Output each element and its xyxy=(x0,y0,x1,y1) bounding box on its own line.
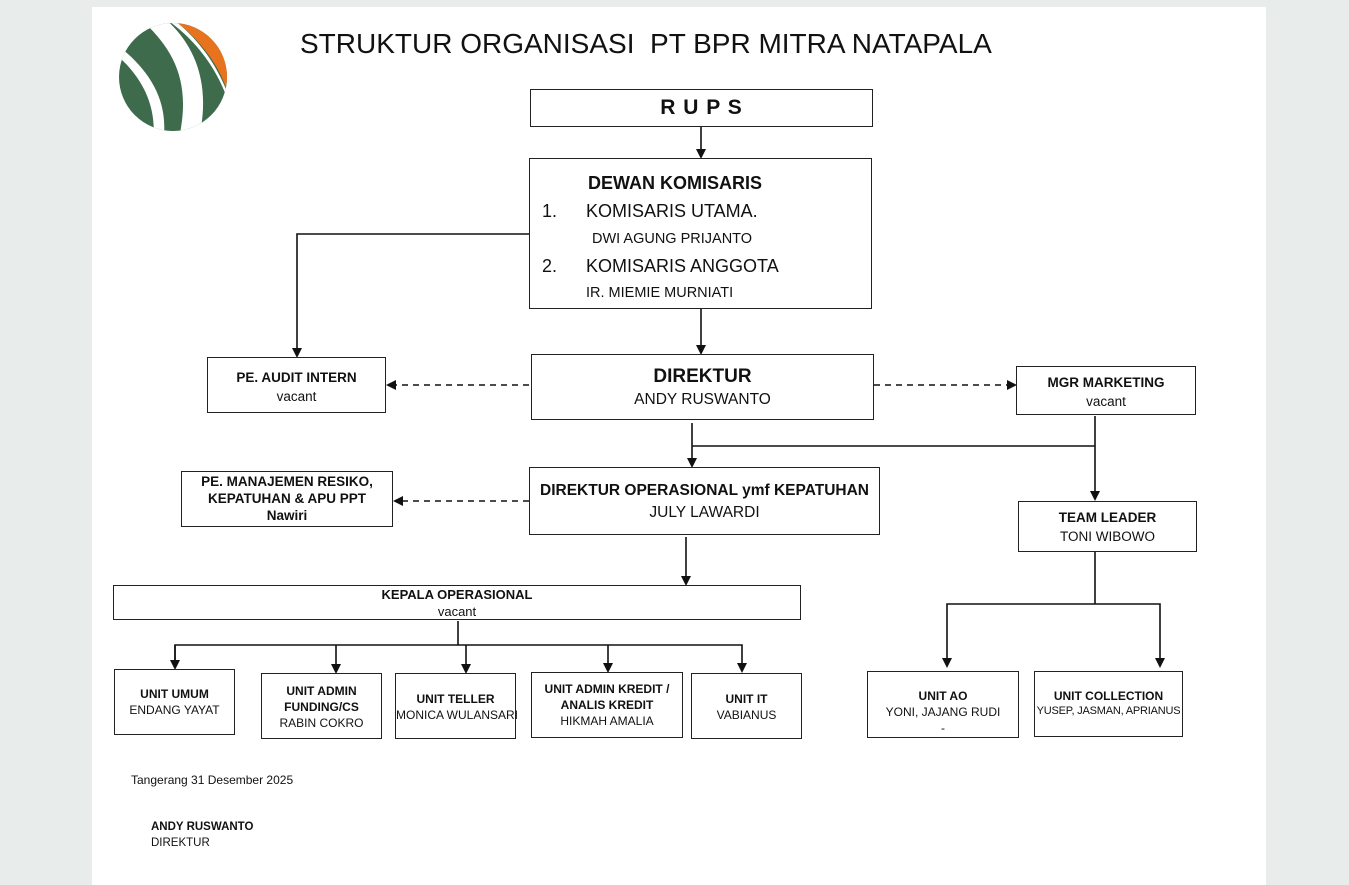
ao-role: UNIT AO xyxy=(918,689,968,703)
dewan-item2-role: KOMISARIS ANGGOTA xyxy=(586,256,779,276)
unit-teller-box: UNIT TELLER MONICA WULANSARI xyxy=(395,673,519,739)
marketing-role: MGR MARKETING xyxy=(1047,375,1165,390)
company-logo xyxy=(119,23,227,131)
unit-collection-box: UNIT COLLECTION YUSEP, JASMAN, APRIANUS xyxy=(1034,671,1183,737)
collection-role: UNIT COLLECTION xyxy=(1053,689,1164,703)
dewan-item1-number: 1. xyxy=(542,201,558,221)
dirops-name: JULY LAWARDI xyxy=(649,504,760,521)
teller-name: MONICA WULANSARI xyxy=(396,708,519,722)
rups-label: R U P S xyxy=(660,96,743,119)
teamleader-name: TONI WIBOWO xyxy=(1060,529,1155,544)
direktur-role: DIREKTUR xyxy=(653,366,752,387)
rups-box: R U P S xyxy=(530,89,873,127)
kredit-name: HIKMAH AMALIA xyxy=(560,714,654,728)
kepala-name: vacant xyxy=(437,604,477,619)
kepala-role: KEPALA OPERASIONAL xyxy=(381,587,533,602)
kredit-role2: ANALIS KREDIT xyxy=(560,698,654,712)
ao-extra: - xyxy=(941,721,945,735)
direktur-name: ANDY RUSWANTO xyxy=(634,391,771,408)
umum-role: UNIT UMUM xyxy=(140,687,209,701)
audit-name: vacant xyxy=(276,389,317,404)
footer-signer-title: DIREKTUR xyxy=(151,837,210,849)
risk-line1: PE. MANAJEMEN RESIKO, xyxy=(201,474,373,489)
teamleader-role: TEAM LEADER xyxy=(1058,510,1157,525)
dewan-item2-name: IR. MIEMIE MURNIATI xyxy=(586,285,734,301)
funding-name: RABIN COKRO xyxy=(279,716,364,730)
it-name: VABIANUS xyxy=(716,708,777,722)
dewan-item2-number: 2. xyxy=(542,256,558,276)
unit-ao-box: UNIT AO YONI, JAJANG RUDI - xyxy=(867,671,1019,738)
umum-name: ENDANG YAYAT xyxy=(129,703,220,717)
audit-role: PE. AUDIT INTERN xyxy=(236,370,357,385)
team-leader-box: TEAM LEADER TONI WIBOWO xyxy=(1018,501,1197,552)
unit-admin-funding-box: UNIT ADMIN FUNDING/CS RABIN COKRO xyxy=(261,673,382,739)
direktur-box: DIREKTUR ANDY RUSWANTO xyxy=(531,354,874,420)
collection-name: YUSEP, JASMAN, APRIANUS xyxy=(1036,705,1181,717)
dewan-item1-name: DWI AGUNG PRIJANTO xyxy=(592,231,753,247)
teller-role: UNIT TELLER xyxy=(416,692,495,706)
audit-intern-box: PE. AUDIT INTERN vacant xyxy=(207,357,386,413)
risk-compliance-box: PE. MANAJEMEN RESIKO, KEPATUHAN & APU PP… xyxy=(181,471,393,527)
funding-role1: UNIT ADMIN xyxy=(286,684,357,698)
document-page xyxy=(92,7,1266,885)
footer-signer-name: ANDY RUSWANTO xyxy=(151,821,254,833)
direktur-operasional-box: DIREKTUR OPERASIONAL ymf KEPATUHAN JULY … xyxy=(529,467,880,535)
page-title: STRUKTUR ORGANISASI PT BPR MITRA NATAPAL… xyxy=(300,28,992,59)
unit-umum-box: UNIT UMUM ENDANG YAYAT xyxy=(114,669,235,735)
dewan-komisaris-box: DEWAN KOMISARIS 1. KOMISARIS UTAMA. DWI … xyxy=(529,158,872,309)
unit-it-box: UNIT IT VABIANUS xyxy=(691,673,802,739)
risk-line3: Nawiri xyxy=(266,508,308,523)
dewan-item1-role: KOMISARIS UTAMA. xyxy=(586,201,758,221)
funding-role2: FUNDING/CS xyxy=(284,700,359,714)
dirops-role: DIREKTUR OPERASIONAL ymf KEPATUHAN xyxy=(540,482,869,499)
dewan-heading: DEWAN KOMISARIS xyxy=(588,173,763,193)
footer-place-date: Tangerang 31 Desember 2025 xyxy=(131,773,294,787)
risk-line2: KEPATUHAN & APU PPT xyxy=(207,491,366,506)
unit-admin-kredit-box: UNIT ADMIN KREDIT / ANALIS KREDIT HIKMAH… xyxy=(531,672,683,738)
kredit-role1: UNIT ADMIN KREDIT / xyxy=(544,682,670,696)
marketing-name: vacant xyxy=(1086,394,1126,409)
kepala-operasional-box: KEPALA OPERASIONAL vacant xyxy=(113,585,801,620)
mgr-marketing-box: MGR MARKETING vacant xyxy=(1016,366,1196,415)
ao-name: YONI, JAJANG RUDI xyxy=(885,705,1001,719)
it-role: UNIT IT xyxy=(725,692,768,706)
